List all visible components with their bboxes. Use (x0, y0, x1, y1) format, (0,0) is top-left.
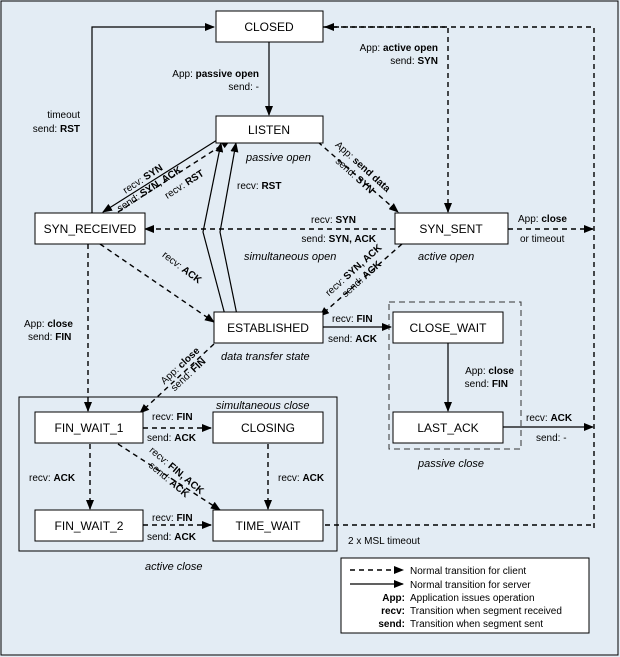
region-simultaneous-open: simultaneous open (244, 251, 336, 263)
legend-recv-key: recv: (381, 606, 405, 617)
arrow-synreceived-closed (91, 23, 215, 213)
label-msl-timeout: 2 x MSL timeout (348, 536, 420, 547)
label-synreceived-established: recv: ACK (160, 250, 204, 287)
arrow-finwait1-timewait (117, 443, 221, 511)
state-closed: CLOSED (215, 10, 324, 43)
state-label-established: ESTABLISHED (227, 321, 309, 335)
state-last-ack: LAST_ACK (392, 411, 504, 444)
label-est-closewait-send: send: ACK (328, 334, 378, 345)
arrow-synreceived-listen (117, 139, 231, 213)
label-timeout: timeout (47, 110, 80, 121)
label-synsent-timeout: or timeout (520, 234, 565, 245)
label-synreceived-finwait1-app: App: close (24, 319, 73, 330)
arrow-return-closed (324, 23, 595, 528)
state-label-last-ack: LAST_ACK (417, 421, 478, 435)
state-label-syn-sent: SYN_SENT (419, 222, 483, 236)
label-fw1-fw2: recv: ACK (29, 473, 76, 484)
state-fin-wait-2: FIN_WAIT_2 (34, 509, 144, 542)
label-listen-synsent: App: send data send: SYN (333, 140, 393, 197)
state-label-fin-wait-1: FIN_WAIT_1 (55, 421, 124, 435)
passive-close-frame (388, 301, 522, 450)
region-active-close: active close (145, 561, 202, 573)
arrow-established-listen-2 (219, 142, 239, 316)
state-label-time-wait: TIME_WAIT (236, 519, 302, 533)
label-est-closewait-recv: recv: FIN (332, 314, 373, 325)
label-closewait-send: send: FIN (465, 379, 508, 390)
arrow-listen-synreceived (102, 134, 226, 213)
label-synreceived-finwait1-send: send: FIN (28, 332, 71, 343)
state-listen: LISTEN (215, 115, 324, 144)
state-close-wait: CLOSE_WAIT (392, 311, 504, 344)
state-label-fin-wait-2: FIN_WAIT_2 (55, 519, 124, 533)
label-closing-timewait: recv: ACK (278, 473, 325, 484)
legend-recv-desc: Transition when segment received (410, 606, 562, 617)
arrow-synsent-established (319, 243, 403, 317)
region-passive-close: passive close (417, 458, 484, 470)
state-closing: CLOSING (212, 411, 324, 444)
state-time-wait: TIME_WAIT (212, 509, 324, 542)
label-fw1-closing-recv: recv: FIN (152, 412, 193, 423)
arrow-established-listen-1 (202, 142, 226, 316)
region-simultaneous-close: simultaneous close (216, 400, 310, 412)
label-fw1-timewait: recv: FIN, ACK send: ACK (146, 445, 206, 501)
state-established: ESTABLISHED (213, 311, 324, 344)
label-closewait-app: App: close (465, 366, 514, 377)
label-timeout-send: send: RST (33, 124, 80, 135)
label-fw2-timewait-send: send: ACK (147, 532, 197, 543)
label-fw1-closing-send: send: ACK (147, 433, 197, 444)
label-closed-listen-send: send: - (228, 82, 259, 93)
label-synsent-app-close: App: close (518, 214, 567, 225)
label-closed-synsent-app: App: active open (360, 43, 438, 54)
state-label-closed: CLOSED (244, 20, 294, 34)
active-close-frame (18, 396, 338, 552)
label-sim-open-send: send: SYN, ACK (301, 234, 376, 245)
state-fin-wait-1: FIN_WAIT_1 (34, 411, 144, 444)
label-closed-synsent-send: send: SYN (390, 56, 438, 67)
legend-client: Normal transition for client (410, 566, 526, 577)
legend: Normal transition for client Normal tran… (340, 557, 590, 634)
legend-send-key: send: (378, 619, 405, 630)
legend-app-desc: Application issues operation (410, 593, 535, 604)
state-label-close-wait: CLOSE_WAIT (410, 321, 488, 335)
state-label-listen: LISTEN (248, 123, 290, 137)
label-closed-listen-app: App: passive open (172, 69, 259, 80)
legend-server: Normal transition for server (410, 580, 531, 591)
state-syn-received: SYN_RECEIVED (34, 212, 146, 245)
label-lastack-recv: recv: ACK (526, 413, 573, 424)
arrow-established-finwait1 (139, 343, 215, 414)
label-established-listen: recv: RST (237, 181, 281, 192)
label-lastack-send: send: - (536, 433, 567, 444)
state-label-closing: CLOSING (241, 421, 295, 435)
legend-app-key: App: (382, 593, 405, 604)
label-sim-open-recv: recv: SYN (311, 215, 356, 226)
label-fw2-timewait-recv: recv: FIN (152, 513, 193, 524)
state-syn-sent: SYN_SENT (394, 212, 509, 245)
label-listen-synreceived: recv: SYN send: SYN, ACK (115, 163, 184, 215)
region-active-open: active open (418, 251, 474, 263)
svg-text:recv: ACK: recv: ACK (160, 250, 204, 287)
region-passive-open: passive open (245, 152, 311, 164)
legend-send-desc: Transition when segment sent (410, 619, 543, 630)
state-label-syn-received: SYN_RECEIVED (44, 222, 137, 236)
region-data-transfer: data transfer state (221, 351, 310, 363)
